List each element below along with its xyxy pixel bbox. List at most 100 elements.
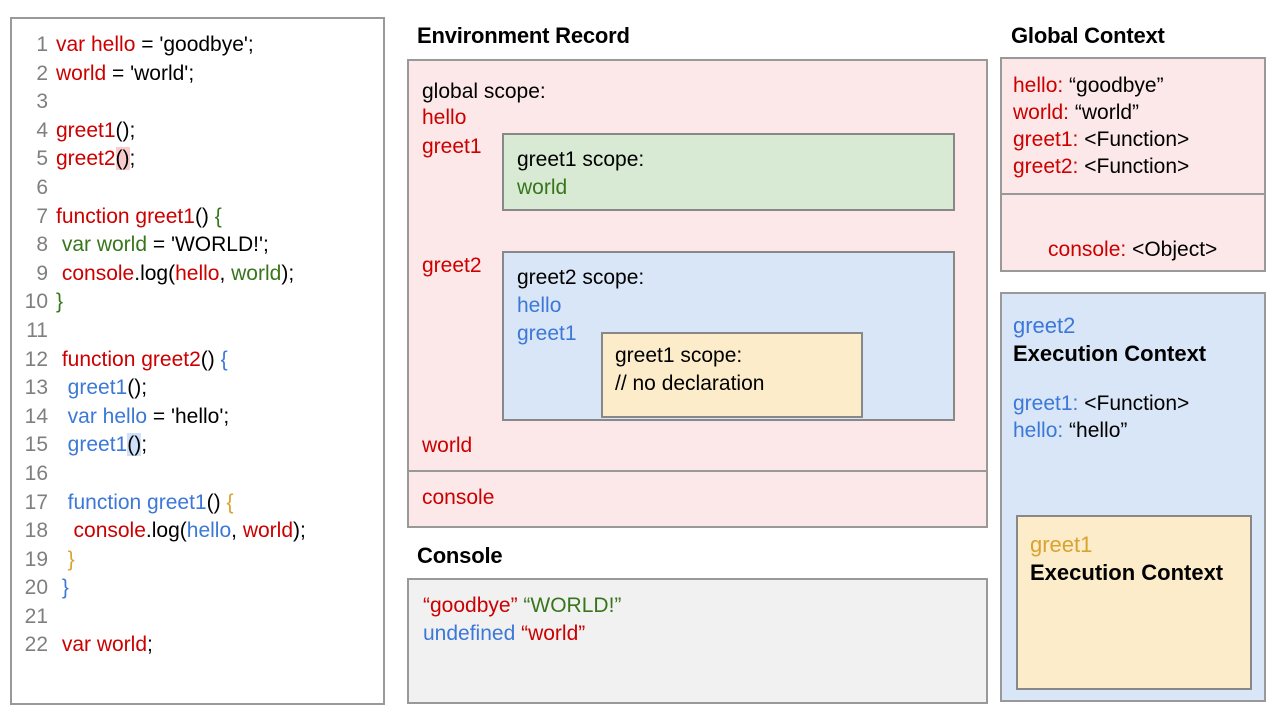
- code-line[interactable]: 22 var world;: [12, 631, 383, 660]
- code-token: ;: [147, 633, 153, 657]
- nested-greet1-scope-box: greet1 scope: // no declaration: [601, 332, 863, 418]
- code-line[interactable]: 18 console.log(hello, world);: [12, 517, 383, 546]
- code-token: ;: [141, 433, 148, 457]
- greet2-execution-context-variable-value: “hello”: [1063, 419, 1128, 442]
- code-line[interactable]: 20 }: [12, 574, 383, 603]
- code-line-text: [56, 174, 62, 203]
- greet2-execution-context-variable-key: hello:: [1013, 419, 1064, 442]
- code-token: (): [200, 347, 221, 371]
- console-output-panel[interactable]: “goodbye” “WORLD!” undefined “world”: [407, 578, 988, 704]
- line-number: 10: [24, 290, 48, 314]
- code-token: ();: [127, 376, 148, 400]
- code-line-text: greet2();: [56, 145, 135, 174]
- code-token: var hello: [56, 404, 148, 428]
- code-line-text: greet1();: [56, 431, 147, 460]
- code-line[interactable]: 19 }: [12, 546, 383, 575]
- code-token: greet1: [56, 376, 128, 400]
- code-token: = 'world';: [106, 61, 195, 85]
- code-line[interactable]: 6: [12, 174, 383, 203]
- greet2-scope-binding-greet1: greet1: [517, 322, 577, 345]
- code-line-text: [56, 460, 62, 489]
- code-line-text: [56, 317, 62, 346]
- code-line[interactable]: 16: [12, 460, 383, 489]
- code-token: world: [56, 61, 107, 85]
- code-line[interactable]: 17 function greet1() {: [12, 489, 383, 518]
- code-token: function greet1: [56, 204, 195, 228]
- global-context-variable-value: <Function>: [1078, 155, 1190, 178]
- code-token: = 'hello';: [147, 404, 230, 428]
- code-token: ;: [129, 147, 136, 171]
- line-number: 20: [24, 576, 48, 600]
- line-number: 17: [24, 490, 48, 514]
- code-token: );: [293, 519, 306, 543]
- code-token: [56, 519, 74, 542]
- greet1-execution-context-title: Execution Context: [1030, 560, 1224, 585]
- code-line[interactable]: 9 console.log(hello, world);: [12, 260, 383, 289]
- code-line[interactable]: 12 function greet2() {: [12, 346, 383, 375]
- global-context-variable-list: hello: “goodbye”world: “world”greet1: <F…: [1002, 59, 1264, 193]
- console-token: “goodbye”: [423, 594, 524, 617]
- global-context-variable-key: greet2:: [1013, 155, 1079, 178]
- code-line-text: console.log(hello, world);: [56, 517, 306, 546]
- greet2-execution-context-name: greet2: [1013, 313, 1076, 338]
- greet2-scope-binding-hello: hello: [517, 294, 562, 317]
- line-number: 18: [24, 519, 48, 543]
- console-token: undefined: [423, 622, 522, 645]
- global-context-console-key: console:: [1048, 238, 1127, 261]
- code-line-text: console.log(hello, world);: [56, 260, 294, 289]
- line-number: 14: [24, 404, 48, 428]
- line-number: 8: [36, 233, 48, 257]
- code-token: = 'WORLD!';: [147, 233, 269, 257]
- code-token: var world: [56, 633, 148, 657]
- environment-record-console-binding: console: [422, 486, 495, 509]
- global-context-console-entry: console: <Object>: [1013, 209, 1264, 290]
- code-token: hello: [186, 519, 232, 543]
- greet1-scope-binding-world: world: [517, 176, 568, 199]
- console-token: “WORLD!”: [523, 594, 622, 617]
- code-line[interactable]: 15 greet1();: [12, 431, 383, 460]
- line-number: 22: [24, 633, 48, 657]
- code-line[interactable]: 1 var hello = 'goodbye';: [12, 31, 383, 60]
- code-token: console: [61, 261, 135, 285]
- greet2-execution-context-variable-key: greet1:: [1013, 392, 1079, 415]
- code-line-text: world = 'world';: [56, 60, 194, 89]
- code-token: greet2: [56, 147, 116, 171]
- code-token: hello: [175, 261, 220, 285]
- nested-greet1-scope-note: // no declaration: [615, 372, 765, 395]
- global-binding-greet1: greet1: [422, 135, 482, 158]
- line-number: 1: [36, 33, 48, 56]
- code-line[interactable]: 10}: [12, 288, 383, 317]
- code-line[interactable]: 11: [12, 317, 383, 346]
- line-number: 21: [24, 604, 48, 628]
- line-number: 16: [24, 461, 48, 485]
- code-token: ,: [219, 261, 232, 285]
- code-token: ,: [231, 519, 243, 543]
- code-token: var world: [56, 233, 148, 257]
- console-line: undefined “world”: [423, 620, 972, 648]
- code-token: ();: [115, 118, 136, 142]
- code-line-text: var hello = 'goodbye';: [56, 31, 254, 60]
- code-line[interactable]: 8 var world = 'WORLD!';: [12, 231, 383, 260]
- code-line[interactable]: 21: [12, 603, 383, 632]
- console-heading: Console: [417, 543, 503, 568]
- global-context-variable: greet2: <Function>: [1013, 153, 1264, 180]
- line-number: 4: [36, 118, 48, 142]
- code-line[interactable]: 14 var hello = 'hello';: [12, 403, 383, 432]
- global-context-variable: greet1: <Function>: [1013, 126, 1264, 153]
- code-line[interactable]: 13 greet1();: [12, 374, 383, 403]
- greet2-scope-title: greet2 scope:: [517, 266, 645, 289]
- code-token: function greet1: [56, 490, 207, 514]
- code-token: (): [115, 147, 130, 171]
- code-token: (): [194, 204, 215, 228]
- global-scope-region: global scope: hello greet1 greet2 world …: [409, 61, 986, 470]
- code-token: console: [73, 519, 146, 543]
- global-binding-greet2: greet2: [422, 254, 482, 277]
- code-line-text: function greet2() {: [56, 346, 228, 375]
- code-token: = 'goodbye';: [135, 33, 254, 56]
- code-line[interactable]: 3: [12, 88, 383, 117]
